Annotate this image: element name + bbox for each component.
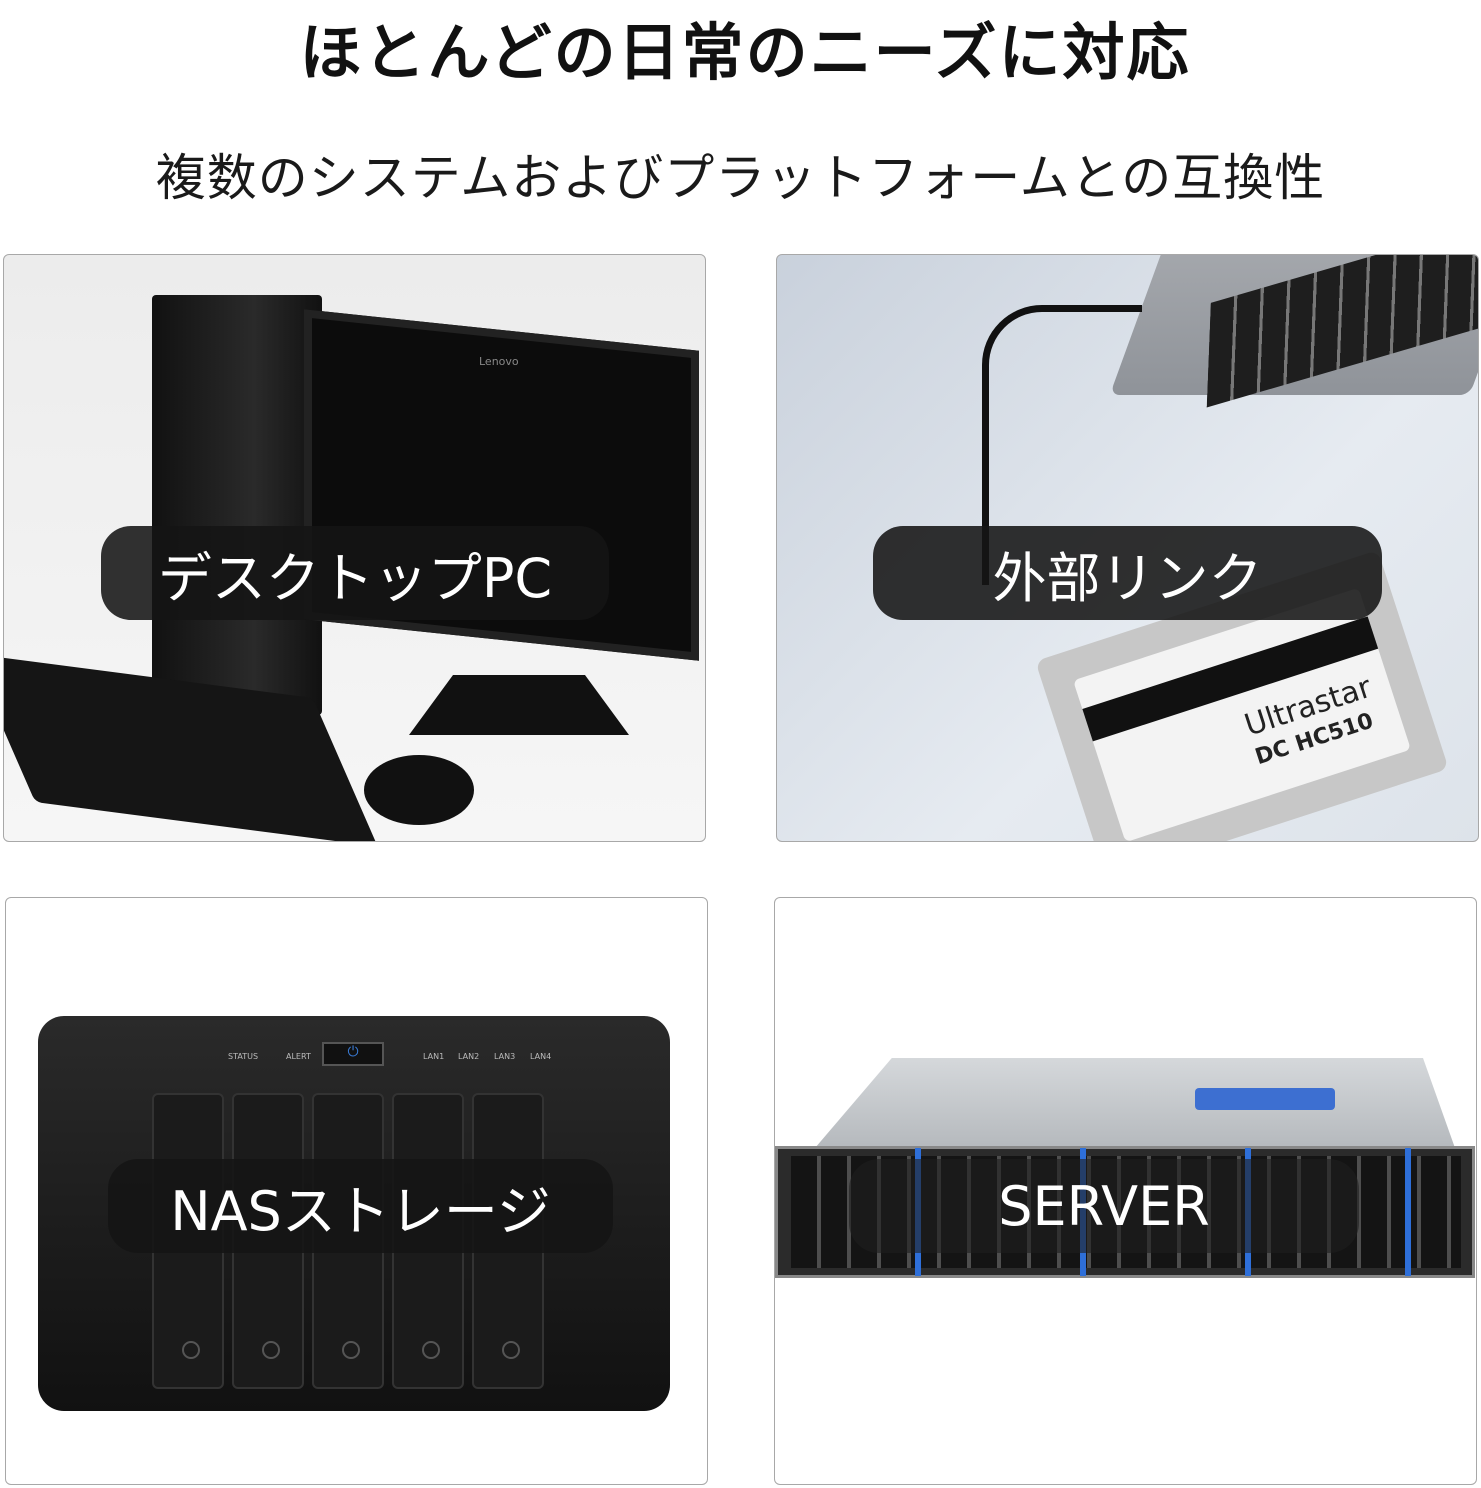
- nas-indicator: LAN2: [458, 1052, 480, 1061]
- server-blue-label: [1195, 1088, 1335, 1110]
- page-title: ほとんどの日常のニーズに対応: [299, 16, 1191, 89]
- panel-external-link: Ultrastar DC HC510 外部リンク: [776, 254, 1479, 842]
- nas-indicator: LAN3: [494, 1052, 516, 1061]
- nas-indicator: LAN1: [423, 1052, 445, 1061]
- usb-cable: [982, 305, 1142, 585]
- page-subtitle: 複数のシステムおよびプラットフォームとの互換性: [155, 149, 1326, 207]
- nas-power-button: ⏻: [322, 1042, 384, 1066]
- label-server: SERVER: [849, 1159, 1359, 1253]
- label-external-link: 外部リンク: [873, 526, 1382, 620]
- mouse-image: [364, 755, 474, 825]
- nas-indicator: ALERT: [286, 1052, 311, 1061]
- label-nas-storage: NASストレージ: [108, 1159, 613, 1253]
- panel-nas-storage: STATUS ALERT ⏻ LAN1 LAN2 LAN3 LAN4 NASスト…: [5, 897, 708, 1485]
- panel-desktop-pc: Lenovo デスクトップPC: [3, 254, 706, 842]
- pc-tower-image: [152, 295, 322, 715]
- nas-indicator: LAN4: [530, 1052, 552, 1061]
- monitor-brand: Lenovo: [479, 355, 519, 368]
- monitor-stand-image: [409, 675, 629, 735]
- panel-server: SERVER: [774, 897, 1477, 1485]
- nas-indicator: STATUS: [228, 1052, 259, 1061]
- label-desktop-pc: デスクトップPC: [101, 526, 609, 620]
- server-top-image: [815, 1058, 1455, 1148]
